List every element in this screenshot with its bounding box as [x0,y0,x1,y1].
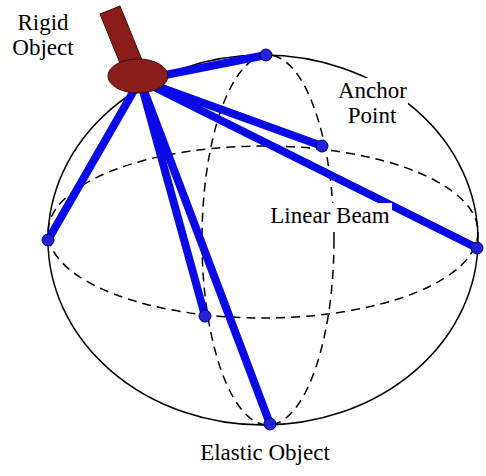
rigid-object [108,59,168,93]
anchor-point [260,49,272,61]
part-label: Rigid Object [3,10,83,61]
anchor-points [42,49,483,430]
linear-beams [48,55,477,424]
elastic-object-outline [48,55,478,425]
equator-ellipse [48,146,478,318]
linear-beam [48,80,140,240]
part-label: Elastic Object [198,440,332,465]
part-label: Anchor Point [336,78,408,129]
anchor-point [471,242,483,254]
linear-beam [140,80,270,424]
anchor-point [42,234,54,246]
anchor-point [199,310,211,322]
anchor-point [264,418,276,430]
anchor-point [316,140,328,152]
part-label: Linear Beam [268,203,391,228]
